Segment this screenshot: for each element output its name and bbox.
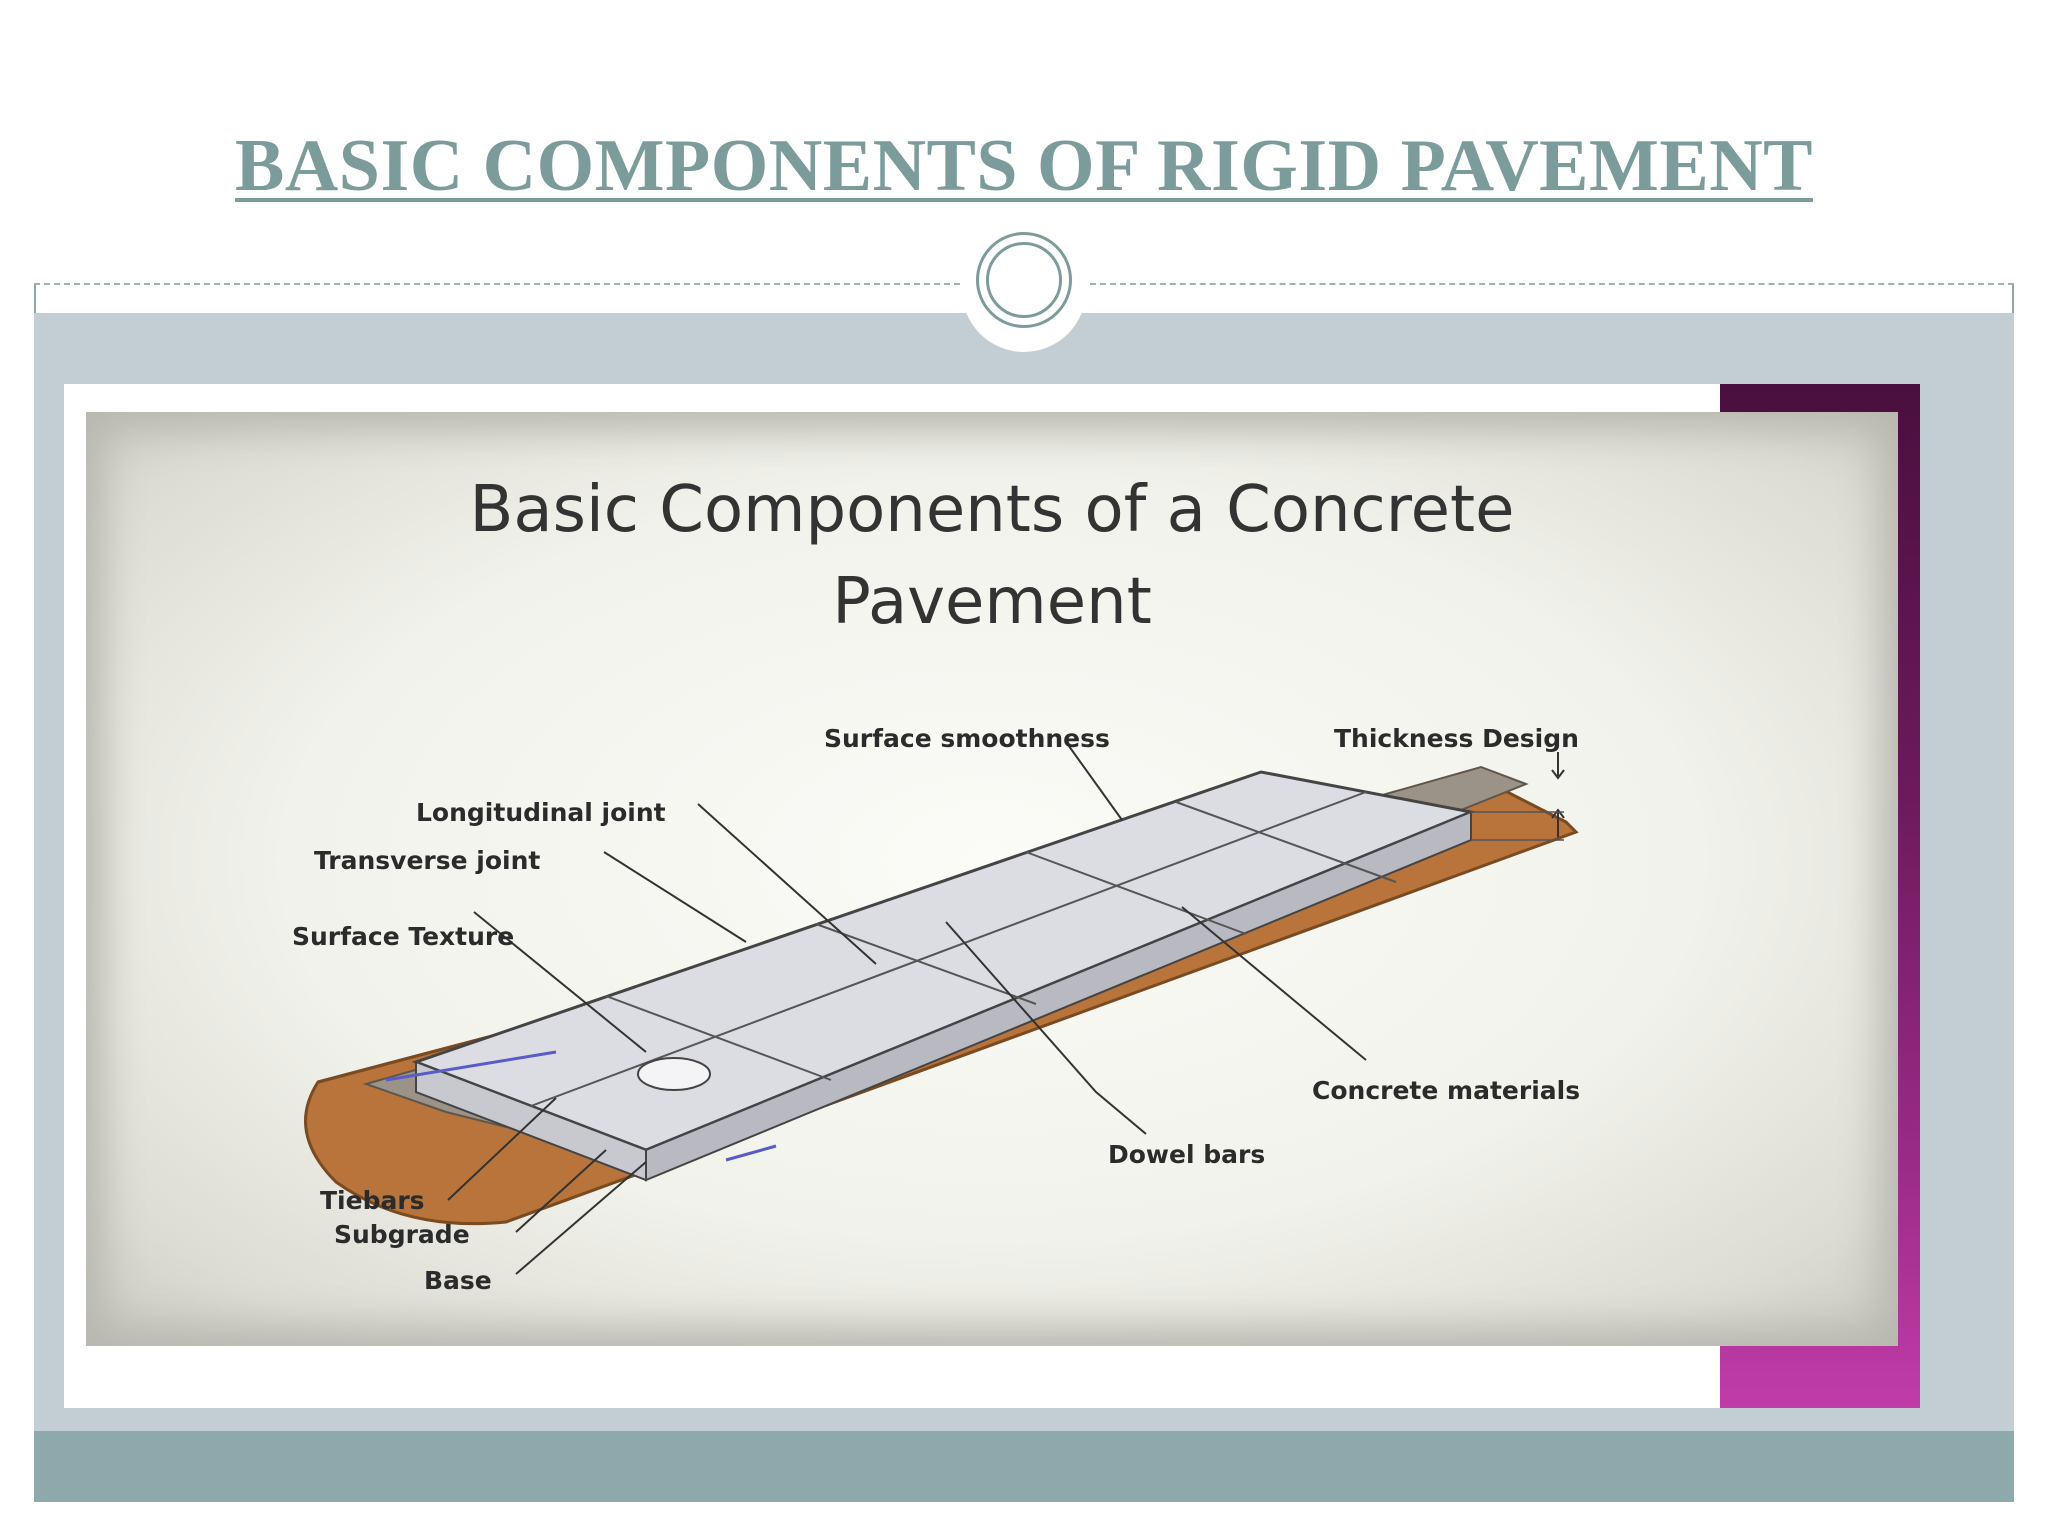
pavement-cross-section-diagram — [304, 741, 1579, 1275]
label-longitudinal-joint: Longitudinal joint — [416, 798, 666, 827]
leader-dowel-bars — [945, 921, 1147, 1135]
longitudinal-joint-line — [530, 791, 1367, 1107]
label-surface-smoothness: Surface smoothness — [824, 724, 1110, 753]
label-surface-texture: Surface Texture — [292, 922, 515, 951]
tiebar-icon — [385, 1050, 557, 1082]
transverse-joint-line — [605, 995, 832, 1081]
footer-band — [34, 1431, 2014, 1500]
label-concrete-materials: Concrete materials — [1312, 1076, 1581, 1105]
leader-subgrade — [515, 1149, 607, 1233]
leader-surface-texture — [473, 911, 647, 1053]
surface-texture-marker — [637, 1057, 711, 1091]
leader-tiebars — [447, 1097, 557, 1201]
label-dowel-bars: Dowel bars — [1108, 1140, 1266, 1169]
slide-title: BASIC COMPONENTS OF RIGID PAVEMENT — [234, 125, 1813, 207]
leader-transverse-joint — [603, 851, 747, 943]
title-divider-left — [34, 283, 960, 285]
concrete-pavement-image: Basic Components of a Concrete Pavement — [86, 412, 1898, 1346]
label-subgrade: Subgrade — [334, 1220, 470, 1249]
image-title-line1: Basic Components of a Concrete — [469, 473, 1515, 547]
leader-concrete-materials — [1181, 906, 1367, 1061]
dowel-bar-icon — [725, 1144, 777, 1162]
leader-longitudinal-joint — [697, 803, 877, 965]
label-base: Base — [424, 1266, 492, 1295]
leader-surface-smoothness — [1065, 741, 1123, 821]
title-divider-right — [1090, 283, 2014, 285]
image-title-line2: Pavement — [832, 565, 1152, 639]
label-tiebars: Tiebars — [320, 1186, 425, 1215]
medallion-ring-icon — [976, 232, 1072, 328]
leader-base — [515, 1161, 647, 1275]
label-thickness-design: Thickness Design — [1334, 724, 1579, 753]
label-transverse-joint: Transverse joint — [314, 846, 541, 875]
